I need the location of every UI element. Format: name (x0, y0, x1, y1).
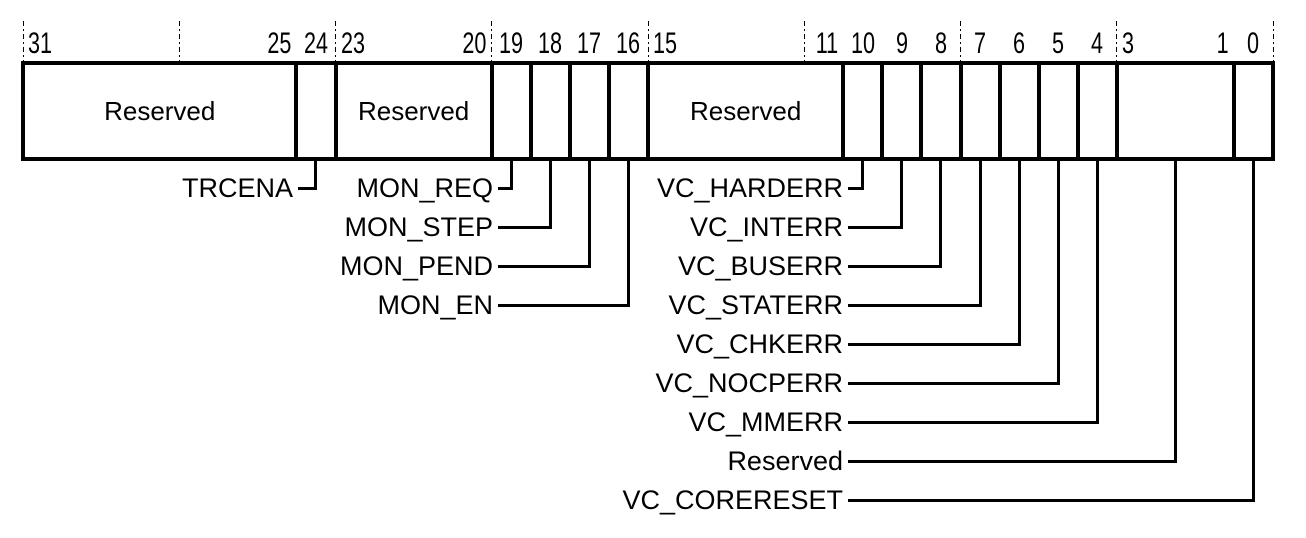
callout-line-vertical (1017, 157, 1021, 346)
callout-line-vertical (978, 157, 982, 307)
field-cell-label: Reserved (104, 95, 216, 126)
bit-number: 9 (895, 27, 908, 60)
callout-line-vertical (900, 157, 904, 229)
field-cell-label: Reserved (357, 95, 470, 126)
field-divider (606, 65, 611, 157)
bit-number: 16 (616, 27, 641, 60)
field-divider (1075, 65, 1080, 157)
nibble-tick-mark (491, 21, 493, 61)
nibble-tick-mark (960, 21, 961, 61)
bit-number: 5 (1052, 27, 1065, 60)
field-divider (528, 65, 533, 157)
callout-line-horizontal (498, 264, 591, 268)
callout-line-vertical (1251, 157, 1255, 502)
callout-line-vertical (861, 157, 865, 190)
bit-number: 10 (850, 27, 875, 60)
callout-line-horizontal (848, 381, 1060, 385)
callout-label-vc-chkerr: VC_CHKERR (676, 329, 843, 359)
callout-label-vc-nocperr: VC_NOCPERR (655, 368, 843, 398)
callout-label-vc-buserr: VC_BUSERR (677, 251, 843, 281)
field-divider (919, 65, 924, 157)
callout-line-horizontal (848, 303, 982, 307)
field-divider (880, 65, 885, 157)
callout-label-vc-mmerr: VC_MMERR (688, 407, 843, 437)
bit-number: 31 (28, 27, 53, 60)
bit-number: 8 (934, 27, 947, 60)
callout-line-horizontal (848, 498, 1255, 502)
callout-line-vertical (626, 157, 630, 307)
bit-number: 6 (1013, 27, 1026, 60)
callout-line-vertical (587, 157, 591, 268)
callout-label-mon-step: MON_STEP (344, 212, 493, 242)
field-divider (489, 65, 494, 157)
bit-number: 25 (267, 27, 292, 60)
bit-number: 11 (815, 27, 839, 60)
bit-number: 19 (499, 27, 524, 60)
nibble-tick-mark (647, 21, 649, 61)
field-divider (333, 65, 338, 157)
bit-number: 18 (538, 27, 563, 60)
field-divider (958, 65, 963, 157)
callout-label-mon-en: MON_EN (377, 290, 493, 320)
bit-number: 4 (1091, 27, 1104, 60)
callout-line-horizontal (498, 303, 630, 307)
callout-line-vertical (939, 157, 943, 268)
callout-line-horizontal (848, 459, 1177, 463)
callout-label-trcena: TRCENA (181, 173, 293, 203)
callout-label-vc-interr: VC_INTERR (689, 212, 843, 242)
callout-line-horizontal (498, 186, 513, 190)
callout-line-vertical (1173, 157, 1177, 463)
callout-line-horizontal (848, 186, 865, 190)
callout-line-horizontal (848, 420, 1099, 424)
bit-number: 3 (1121, 27, 1134, 60)
bit-number: 0 (1247, 27, 1260, 60)
field-divider (567, 65, 572, 157)
callout-label-vc-harderr: VC_HARDERR (656, 173, 843, 203)
nibble-tick-mark (803, 21, 805, 61)
field-divider (841, 65, 846, 157)
bit-number: 23 (340, 27, 365, 60)
nibble-tick-mark (1116, 21, 1118, 61)
callout-label-mon-req: MON_REQ (356, 173, 493, 203)
callout-line-vertical (314, 157, 318, 190)
callout-line-vertical (548, 157, 552, 229)
callout-line-horizontal (848, 342, 1021, 346)
field-divider (646, 65, 650, 157)
bit-number: 24 (303, 27, 328, 60)
callout-label-mon-pend: MON_PEND (339, 251, 493, 281)
callout-line-vertical (1095, 157, 1099, 424)
nibble-tick-mark (178, 21, 180, 61)
nibble-tick-mark (1272, 21, 1274, 61)
callout-label-vc-corereset: VC_CORERESET (622, 485, 843, 515)
field-divider (1231, 65, 1236, 157)
bit-number: 7 (974, 27, 987, 60)
callout-line-horizontal (298, 186, 318, 190)
nibble-tick-mark (335, 21, 336, 61)
bit-number: 15 (653, 27, 678, 60)
nibble-tick-mark (22, 21, 24, 61)
field-divider (294, 65, 299, 157)
callout-line-horizontal (848, 264, 943, 268)
callout-line-horizontal (498, 225, 552, 229)
field-divider (1114, 65, 1119, 157)
field-divider (1036, 65, 1041, 157)
callout-line-vertical (509, 157, 513, 190)
bit-number: 17 (577, 27, 602, 60)
field-cell-label: Reserved (690, 95, 802, 126)
callout-line-horizontal (848, 225, 904, 229)
bit-number: 20 (462, 27, 487, 60)
bit-number: 1 (1216, 27, 1229, 60)
callout-label-vc-staterr: VC_STATERR (668, 290, 843, 320)
callout-line-vertical (1056, 157, 1060, 385)
field-divider (997, 65, 1002, 157)
callout-label-reserved: Reserved (727, 446, 843, 476)
